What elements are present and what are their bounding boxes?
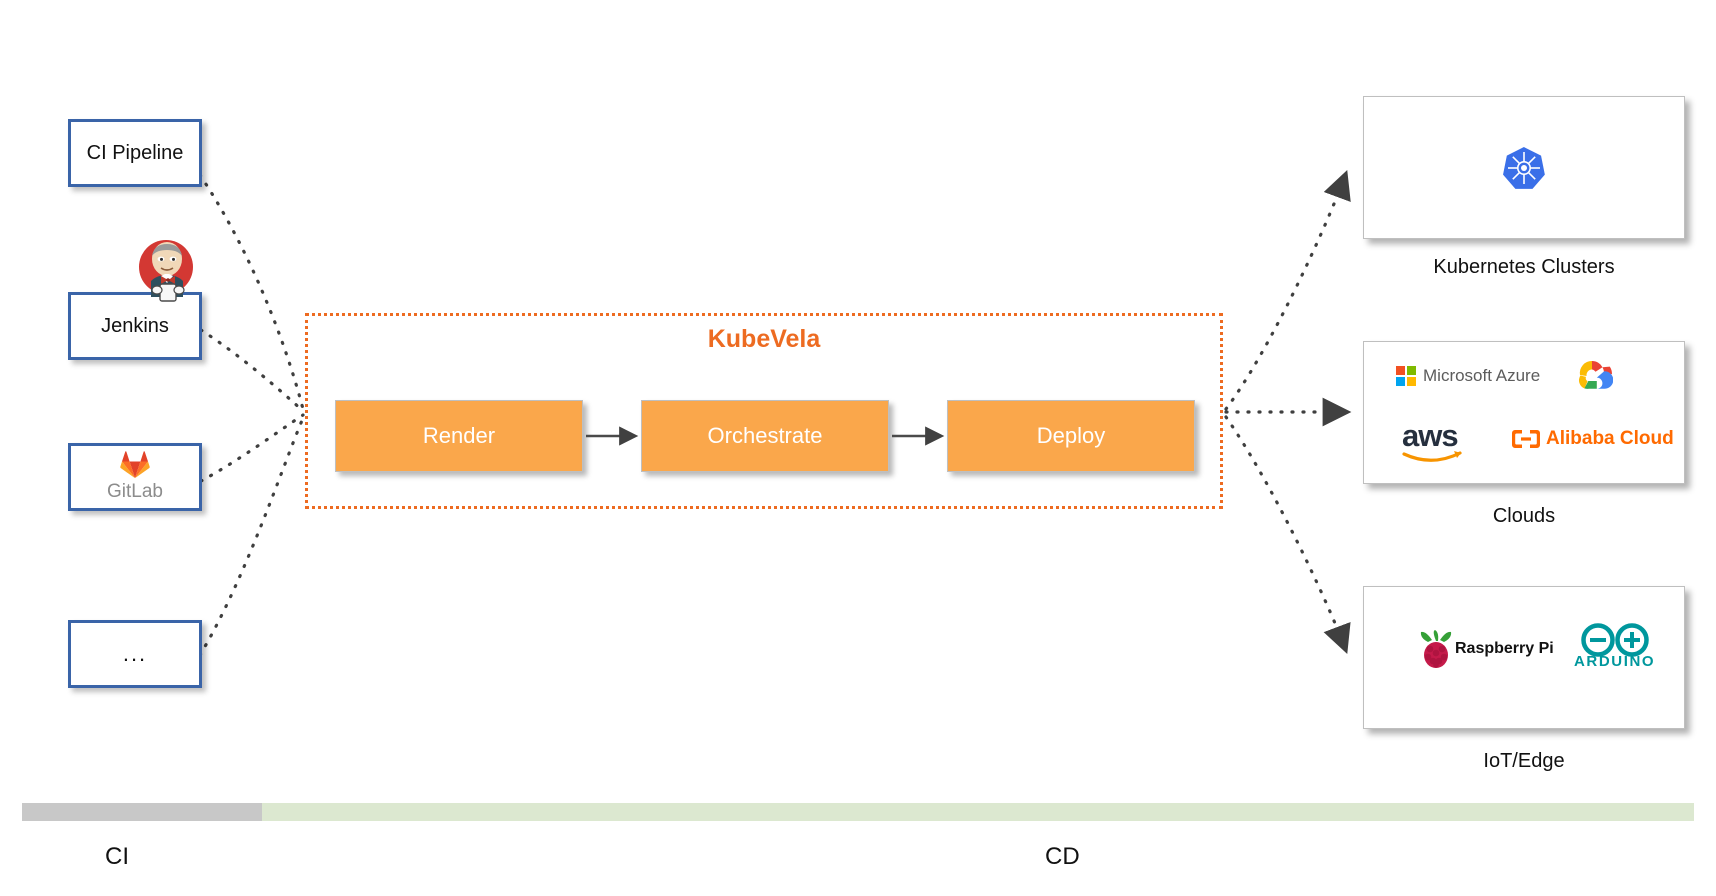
microsoft-azure-icon: Microsoft Azure [1396, 366, 1540, 386]
microsoft-azure-label: Microsoft Azure [1423, 366, 1541, 385]
connector-more-to-kubevela [198, 416, 305, 657]
aws-icon: aws [1402, 420, 1464, 463]
raspberry-pi-icon: Raspberry Pi [1419, 629, 1554, 669]
source-box-ci-pipeline[interactable]: CI Pipeline [68, 119, 202, 187]
band-label-ci: CI [105, 843, 129, 870]
target-caption-iot-edge: IoT/Edge [1483, 750, 1565, 772]
kubevela-title: KubeVela [707, 325, 821, 353]
target-box-iot-edge[interactable]: Raspberry Pi ARDUINO [1363, 586, 1685, 729]
target-caption-clouds: Clouds [1492, 505, 1556, 527]
stage-box-render[interactable]: Render [335, 400, 583, 472]
source-box-jenkins[interactable]: Jenkins [68, 292, 202, 360]
alibaba-cloud-icon: Alibaba Cloud [1512, 428, 1674, 450]
band-cd [262, 803, 1694, 821]
gitlab-fox-icon [120, 451, 150, 479]
arduino-icon: ARDUINO [1574, 621, 1655, 670]
band-ci [22, 803, 262, 821]
connector-jenkins-to-kubevela [199, 328, 305, 413]
aws-label: aws [1402, 418, 1459, 453]
source-label-more: ... [122, 641, 148, 666]
stage-label-deploy: Deploy [1036, 423, 1106, 448]
source-label-ci-pipeline: CI Pipeline [86, 142, 184, 164]
stage-label-orchestrate: Orchestrate [707, 423, 823, 448]
connector-gitlab-to-kubevela [199, 413, 305, 483]
connector-kubevela-to-iot-edge [1224, 415, 1351, 654]
target-caption-kubernetes-clusters: Kubernetes Clusters [1433, 256, 1615, 278]
raspberry-pi-label: Raspberry Pi [1455, 640, 1554, 657]
kubevela-boundary [305, 313, 1223, 509]
source-label-jenkins: Jenkins [101, 315, 169, 337]
connector-kubevela-to-kubernetes [1224, 169, 1351, 411]
kubernetes-helm-icon [1503, 146, 1545, 189]
stage-label-render: Render [422, 423, 496, 448]
stage-box-deploy[interactable]: Deploy [947, 400, 1195, 472]
band-label-cd: CD [1045, 843, 1080, 870]
source-label-gitlab: GitLab [107, 481, 163, 502]
source-box-more[interactable]: ... [68, 620, 202, 688]
connector-ci-pipeline-to-kubevela [198, 173, 305, 411]
source-box-gitlab[interactable]: GitLab [68, 443, 202, 511]
stage-box-orchestrate[interactable]: Orchestrate [641, 400, 889, 472]
google-cloud-icon [1571, 358, 1614, 399]
jenkins-butler-icon [131, 234, 201, 304]
target-box-kubernetes-clusters[interactable] [1363, 96, 1685, 239]
alibaba-cloud-label: Alibaba Cloud [1546, 428, 1674, 449]
target-box-clouds[interactable]: Microsoft Azure aws [1363, 341, 1685, 484]
arduino-label: ARDUINO [1574, 653, 1656, 670]
